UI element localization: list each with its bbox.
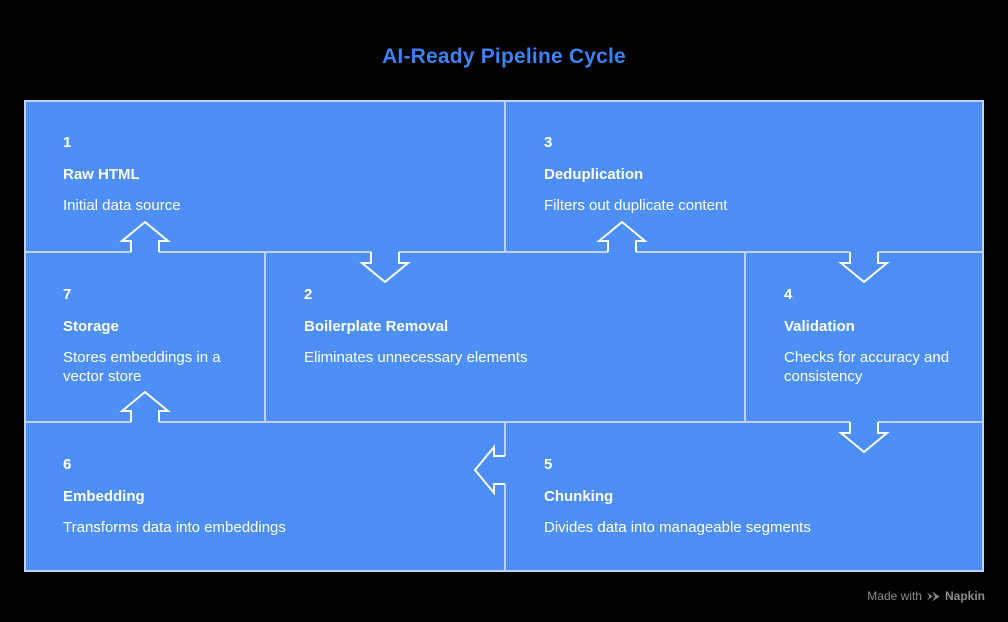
step-cell-raw-html: 1 Raw HTML Initial data source [24,100,505,252]
napkin-brand-label: Napkin [944,589,985,603]
step-description: Stores embeddings in a vector store [63,349,221,385]
step-number: 4 [784,286,793,303]
step-number: 6 [63,456,72,473]
step-description: Initial data source [63,197,181,214]
step-title: Boilerplate Removal [304,318,449,335]
step-cell-validation: 4 Validation Checks for accuracy and con… [745,252,984,422]
pipeline-diagram: 1 Raw HTML Initial data source 3 Dedupli… [24,100,984,572]
step-number: 7 [63,286,72,303]
step-number: 1 [63,134,72,151]
step-cell-boilerplate-removal: 2 Boilerplate Removal Eliminates unneces… [265,252,745,422]
napkin-logo-icon [926,591,940,602]
made-with-label: Made with [867,589,922,603]
step-cell-chunking: 5 Chunking Divides data into manageable … [505,422,984,572]
step-number: 5 [544,456,553,473]
step-title: Chunking [544,488,614,505]
step-description: Checks for accuracy and consistency [784,349,950,385]
step-cell-embedding: 6 Embedding Transforms data into embeddi… [24,422,505,572]
step-description: Filters out duplicate content [544,197,728,214]
step-cell-deduplication: 3 Deduplication Filters out duplicate co… [505,100,984,252]
step-title: Embedding [63,488,145,505]
step-description: Eliminates unnecessary elements [304,349,528,366]
step-title: Validation [784,318,855,335]
step-number: 3 [544,134,553,151]
step-title: Storage [63,318,119,335]
step-cell-storage: 7 Storage Stores embeddings in a vector … [24,252,265,422]
step-description: Transforms data into embeddings [63,519,286,536]
step-title: Raw HTML [63,166,140,183]
step-number: 2 [304,286,313,303]
step-description: Divides data into manageable segments [544,519,811,536]
page-title: AI-Ready Pipeline Cycle [382,45,626,68]
made-with-napkin-credit: Made with Napkin [867,589,985,603]
step-title: Deduplication [544,166,644,183]
